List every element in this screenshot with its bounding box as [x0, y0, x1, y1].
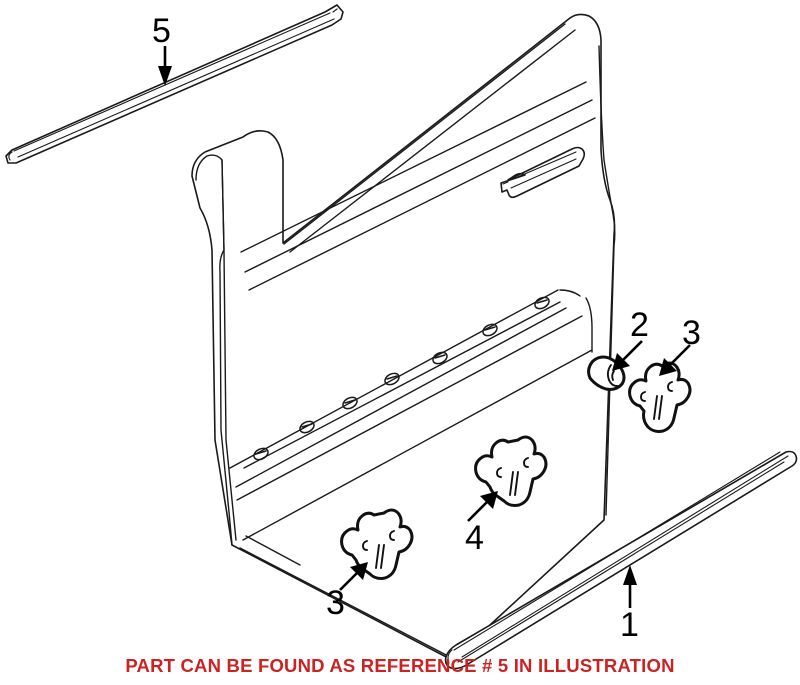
callout-label-2: 2 [630, 306, 649, 344]
callout-label-3-right: 3 [682, 314, 701, 352]
part-1-lower-molding [444, 450, 798, 670]
callout-label-5: 5 [152, 12, 171, 50]
leader-arrow-5 [158, 46, 172, 86]
leader-arrow-1 [623, 565, 637, 608]
callout-label-3-left: 3 [326, 584, 345, 622]
leader-arrow-3-left [339, 562, 368, 591]
reference-note-text: PART CAN BE FOUND AS REFERENCE # 5 IN IL… [125, 655, 675, 676]
door-handle [500, 146, 586, 199]
part-4-retainer-clip-center [474, 435, 548, 507]
part-3-retainer-clip-right [628, 361, 692, 433]
callout-label-4: 4 [465, 519, 484, 557]
leader-arrow-3-right [659, 344, 691, 376]
part-3-retainer-clip-left [340, 508, 414, 580]
molding-mounting-holes [253, 296, 550, 461]
door-panel-shell [191, 13, 616, 661]
callout-label-1: 1 [620, 606, 639, 644]
part-5-belt-line-molding [5, 4, 344, 164]
leader-arrow-4 [467, 491, 498, 522]
leader-arrow-2 [612, 340, 643, 371]
